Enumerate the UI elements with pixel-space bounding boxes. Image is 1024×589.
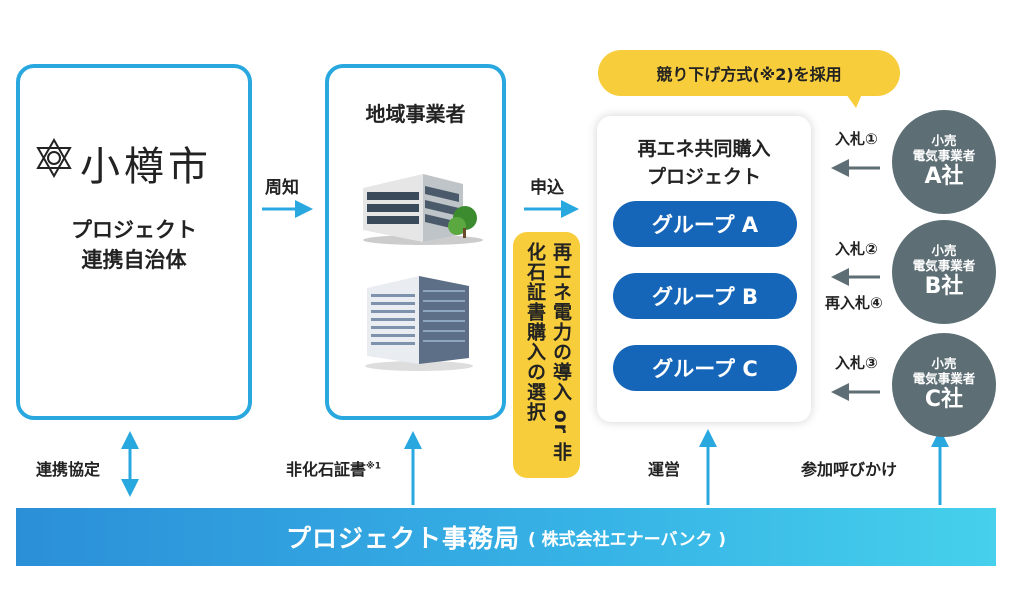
retailer-c: 小売 電気事業者 C社 xyxy=(892,333,996,437)
retailer-a-type-1: 小売 xyxy=(931,133,957,148)
group-a: グループ A xyxy=(613,201,797,247)
apply-label: 申込 xyxy=(530,178,564,198)
bid-c-label: 入札③ xyxy=(835,354,878,372)
group-c: グループ C xyxy=(613,345,797,391)
rebid-label: 再入札④ xyxy=(825,294,883,312)
coop-label: 連携協定 xyxy=(36,460,101,479)
project-title-1: 再エネ共同購入 xyxy=(637,138,771,160)
city-emblem-icon xyxy=(34,137,74,179)
office-building-icon xyxy=(363,174,483,245)
local-business-box: 地域事業者 xyxy=(325,64,506,420)
retailer-b-type-2: 電気事業者 xyxy=(912,258,976,273)
bid-a-label: 入札① xyxy=(835,130,878,148)
retailer-a-name: A社 xyxy=(924,164,964,189)
group-b: グループ B xyxy=(613,273,797,319)
bubble-tail xyxy=(846,94,862,108)
local-business-title: 地域事業者 xyxy=(365,102,466,126)
city-name: 小樽市 xyxy=(80,144,212,190)
retailer-c-type-1: 小売 xyxy=(931,356,957,371)
retailer-a-type-2: 電気事業者 xyxy=(912,148,976,163)
retailer-a: 小売 電気事業者 A社 xyxy=(892,110,996,214)
retailer-b-name: B社 xyxy=(924,274,964,299)
bid-b-label: 入札② xyxy=(835,240,878,258)
office-bar: プロジェクト事務局 ( 株式会社エナーバンク ) xyxy=(16,508,996,566)
choice-box: 再エネ電力の導入 or 非化石証書購入の選択 xyxy=(513,232,580,478)
cert-label-text: 非化石証書 xyxy=(286,460,367,479)
city-subtitle-1: プロジェクト xyxy=(71,218,197,242)
retailer-c-type-2: 電気事業者 xyxy=(912,371,976,386)
office-main: プロジェクト事務局 xyxy=(285,524,520,553)
cert-label: 非化石証書※1 xyxy=(286,456,381,480)
retailer-b-type-1: 小売 xyxy=(931,243,957,258)
retailer-b: 小売 電気事業者 B社 xyxy=(892,220,996,324)
invite-label: 参加呼びかけ xyxy=(801,460,898,479)
retailer-c-name: C社 xyxy=(924,387,964,412)
operate-label: 運営 xyxy=(648,460,681,479)
project-title-2: プロジェクト xyxy=(646,166,761,188)
city-subtitle-2: 連携自治体 xyxy=(81,248,187,272)
city-box: 小樽市 プロジェクト 連携自治体 xyxy=(16,64,252,420)
auction-bubble: 競り下げ方式(※2)を採用 xyxy=(598,50,900,96)
tower-building-icon xyxy=(365,276,473,371)
office-sub: ( 株式会社エナーバンク ) xyxy=(527,529,727,550)
cert-note: ※1 xyxy=(366,461,382,472)
notify-label: 周知 xyxy=(265,178,299,198)
choice-text: 再エネ電力の導入 or 非化石証書購入の選択 xyxy=(524,242,572,462)
project-box: 再エネ共同購入 プロジェクト グループ A グループ B グループ C xyxy=(597,116,811,422)
